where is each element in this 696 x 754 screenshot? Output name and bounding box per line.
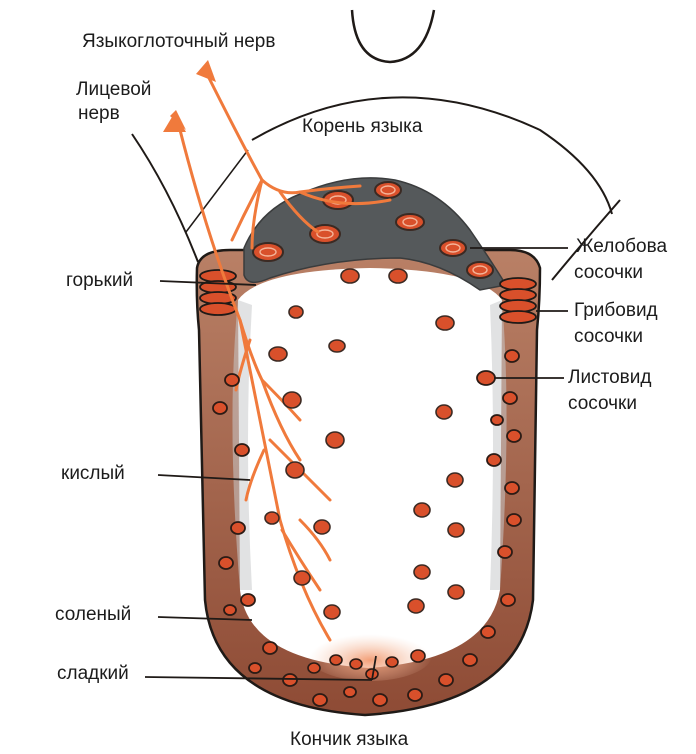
tongue-inner-field — [238, 268, 502, 668]
sweet-label: сладкий — [57, 663, 129, 684]
glossopharyngeal-nerve-arrow — [196, 60, 216, 82]
foliate-papillae-label-line2: сосочки — [568, 393, 637, 414]
bitter-label: горький — [66, 270, 133, 291]
fungiform-papillae-label-line2: сосочки — [574, 326, 643, 347]
facial-nerve-label-line2: нерв — [78, 103, 120, 124]
vallate-papillae-label-line1: Желобова — [576, 236, 667, 257]
salty-label: соленый — [55, 604, 131, 625]
tongue-tip-label: Кончик языка — [290, 729, 408, 750]
sour-label: кислый — [61, 463, 125, 484]
fungiform-papillae-label-line1: Грибовид — [574, 300, 658, 321]
facial-nerve-label-line1: Лицевой — [76, 79, 151, 100]
tongue-root-label: Корень языка — [302, 116, 422, 137]
left-throat-outline — [132, 134, 198, 262]
glossopharyngeal-nerve-label: Языкоглоточный нерв — [82, 31, 275, 52]
foliate-papillae-label-line1: Листовид — [568, 367, 651, 388]
epiglottis-outline — [352, 10, 434, 62]
vallate-papillae-label-line2: сосочки — [574, 262, 643, 283]
